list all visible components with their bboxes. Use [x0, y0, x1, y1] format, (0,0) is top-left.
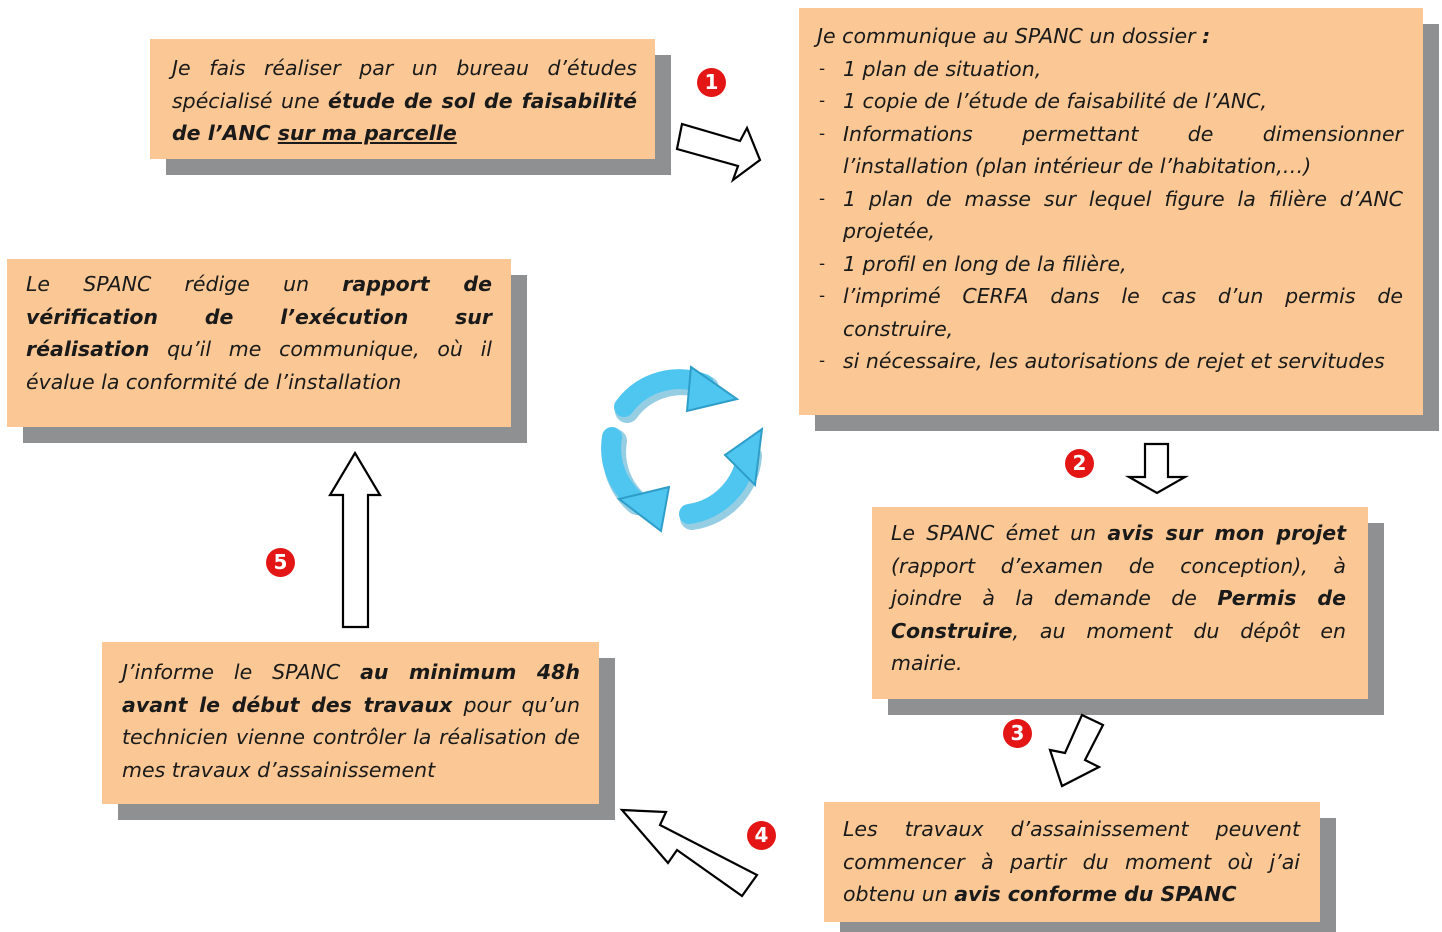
step-number-badge: 2 [1065, 449, 1094, 478]
report-bold: rapport de vérification de l’exécution s… [26, 272, 492, 361]
block-arrow-up-left [619, 808, 759, 898]
dossier-colon: : [1202, 24, 1211, 48]
opinion-text-3: , au moment du dépôt en mairie. [891, 618, 1346, 676]
opinion-text-2: (rapport d’examen de conception), à join… [891, 553, 1346, 611]
step-number-badge: 5 [266, 548, 295, 577]
dossier-item: Informations permettant de dimensionner … [817, 118, 1403, 183]
block-arrow-down [1124, 442, 1190, 495]
dossier-item: 1 copie de l’étude de faisabilité de l’A… [817, 85, 1403, 118]
inform-text-1: J’informe le SPANC [122, 660, 361, 684]
step-number-badge: 4 [747, 821, 776, 850]
dossier-list: 1 plan de situation, 1 copie de l’étude … [817, 53, 1403, 378]
step-study-bold: étude de sol de faisabilité de l’ANC [172, 88, 637, 146]
step-inform-box: J’informe le SPANC au minimum 48h avant … [102, 642, 599, 804]
step-study-text: Je fais réaliser par un bureau d’études … [172, 56, 637, 113]
step-opinion-box: Le SPANC émet un avis sur mon projet (ra… [872, 507, 1368, 699]
block-arrow-down-left [1048, 713, 1105, 788]
inform-bold: au minimum 48h avant le début des travau… [122, 660, 581, 717]
dossier-item: 1 plan de masse sur lequel figure la fil… [817, 183, 1403, 248]
step-number-badge: 3 [1003, 719, 1032, 748]
opinion-bold-1: avis sur mon projet [1107, 521, 1346, 545]
step-study-box: Je fais réaliser par un bureau d’études … [150, 39, 655, 159]
report-text-2: qu’il me communique, où il évalue la con… [26, 337, 492, 394]
dossier-item: si nécessaire, les autorisations de reje… [817, 345, 1403, 378]
step-report-box: Le SPANC rédige un rapport de vérificati… [7, 259, 511, 427]
step-dossier-box: Je communique au SPANC un dossier : 1 pl… [799, 8, 1423, 415]
step-study-underline: sur ma parcelle [277, 121, 457, 145]
dossier-intro: Je communique au SPANC un dossier [817, 24, 1203, 48]
dossier-item: l’imprimé CERFA dans le cas d’un permis … [817, 280, 1403, 345]
opinion-bold-2: Permis de Construire [891, 586, 1347, 643]
opinion-text-1: Le SPANC émet un [891, 521, 1108, 545]
block-arrow-up [328, 450, 382, 629]
report-text-1: Le SPANC rédige un [26, 272, 343, 296]
step-number-badge: 1 [697, 68, 726, 97]
works-bold: avis conforme du SPANC [954, 882, 1237, 906]
works-text: Les travaux d’assainissement peuvent com… [843, 817, 1300, 906]
block-arrow-right [675, 122, 762, 184]
step-works-box: Les travaux d’assainissement peuvent com… [824, 802, 1320, 922]
dossier-item: 1 profil en long de la filière, [817, 248, 1403, 281]
dossier-item: 1 plan de situation, [817, 53, 1403, 86]
inform-text-2: pour qu’un technicien vienne contrôler l… [122, 692, 581, 782]
recycle-cycle-icon [601, 365, 764, 533]
